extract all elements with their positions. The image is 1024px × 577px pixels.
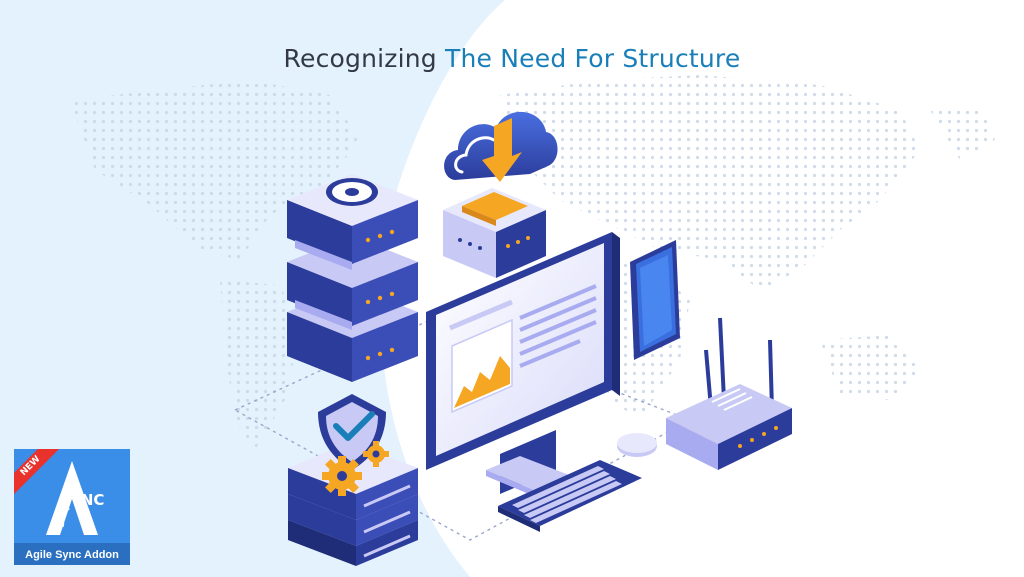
title-part-dark: Recognizing [283, 44, 437, 73]
cloud-download-box [443, 111, 558, 278]
small-gear-icon [363, 441, 389, 467]
title-part-accent: The Need For Structure [445, 44, 741, 73]
security-server [288, 394, 418, 566]
download-arrow-icon [482, 118, 522, 182]
gear-icon [322, 456, 362, 496]
desktop-monitor [426, 232, 620, 502]
keyboard [498, 460, 642, 532]
agile-sync-addon-badge[interactable]: NEW YNC Agile Sync Addon [14, 449, 130, 565]
area-chart-graphic [454, 356, 510, 408]
page-title: Recognizing The Need For Structure [0, 44, 1024, 73]
smartphone [630, 240, 680, 360]
badge-caption: Agile Sync Addon [25, 549, 119, 561]
router [666, 317, 792, 470]
sync-logo-icon [46, 461, 98, 535]
checkmark-icon [333, 411, 375, 441]
badge-caption-bar [14, 543, 130, 565]
server-tower [287, 174, 418, 382]
logo-text: YNC [70, 491, 105, 509]
